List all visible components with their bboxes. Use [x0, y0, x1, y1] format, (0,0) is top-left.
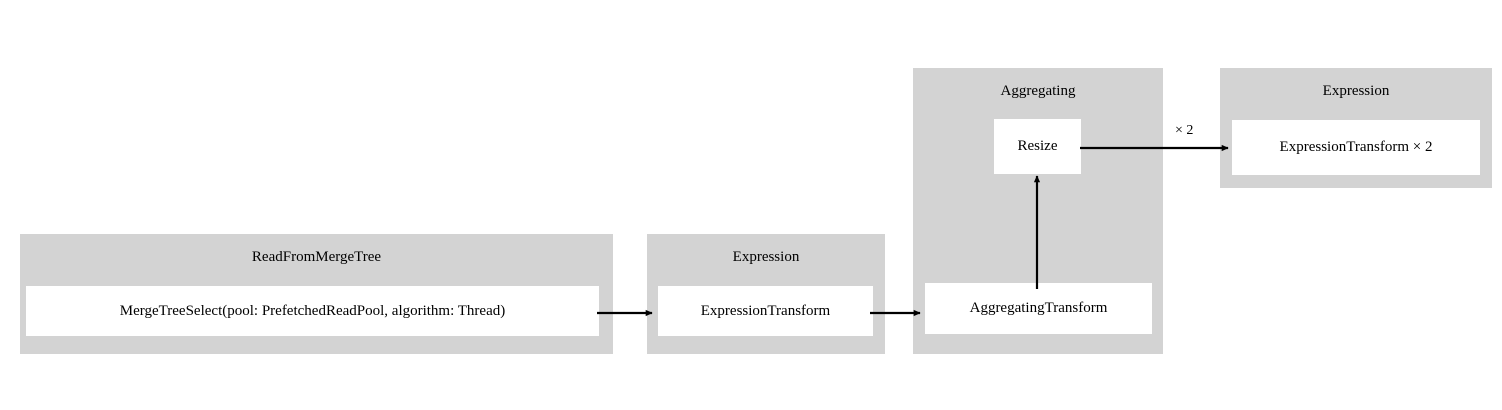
- cluster-label-expression-2: Expression: [1322, 83, 1390, 99]
- cluster-label-read-from-merge-tree: ReadFromMergeTree: [251, 249, 382, 265]
- cluster-label-aggregating: Aggregating: [1000, 83, 1076, 99]
- cluster-label-expression-1: Expression: [732, 249, 800, 265]
- node-label-expression-transform-x2: ExpressionTransform × 2: [1279, 139, 1433, 155]
- node-resize[interactable]: Resize: [994, 119, 1081, 174]
- node-expression-transform[interactable]: ExpressionTransform: [658, 286, 873, 336]
- node-expression-transform-x2[interactable]: ExpressionTransform × 2: [1232, 120, 1480, 175]
- node-merge-tree-select[interactable]: MergeTreeSelect(pool: PrefetchedReadPool…: [26, 286, 599, 336]
- node-label-aggregating-transform: AggregatingTransform: [969, 300, 1108, 316]
- edge-label-resize-to-expression-transform-x2: × 2: [1175, 123, 1194, 138]
- cluster-aggregating: Aggregating Resize AggregatingTransform: [913, 68, 1163, 354]
- node-label-expression-transform: ExpressionTransform: [700, 302, 831, 319]
- cluster-expression-1: Expression ExpressionTransform: [647, 234, 885, 354]
- cluster-expression-2: Expression ExpressionTransform × 2: [1220, 68, 1492, 188]
- node-label-merge-tree-select: MergeTreeSelect(pool: PrefetchedReadPool…: [119, 302, 506, 319]
- cluster-read-from-merge-tree: ReadFromMergeTree MergeTreeSelect(pool: …: [20, 234, 613, 354]
- node-aggregating-transform[interactable]: AggregatingTransform: [925, 283, 1152, 334]
- node-label-resize: Resize: [1017, 138, 1058, 154]
